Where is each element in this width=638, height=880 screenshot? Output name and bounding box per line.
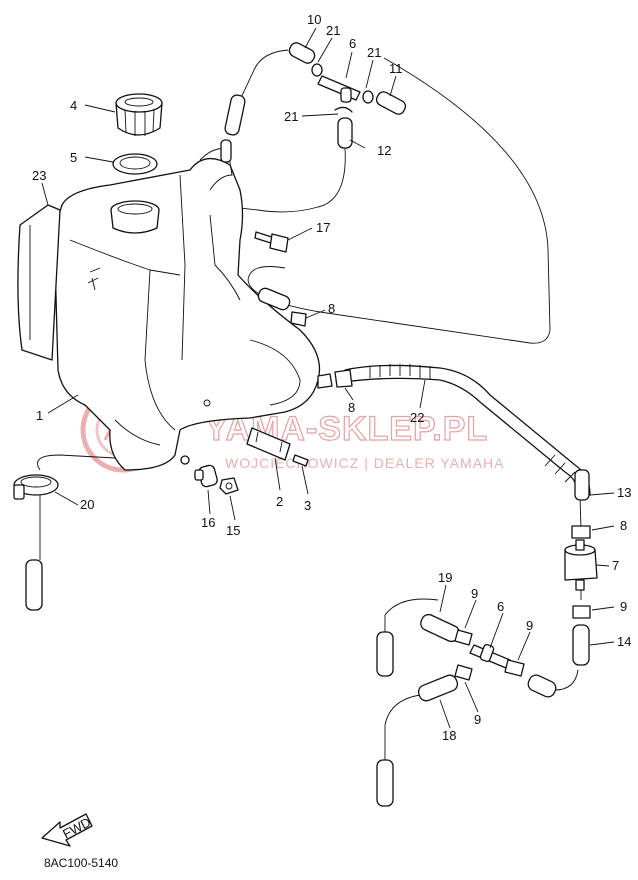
callout-14: 14 xyxy=(617,634,631,649)
fuel-filter-7 xyxy=(564,539,598,591)
bolt-17 xyxy=(254,231,289,253)
hose-clamp-8a xyxy=(257,287,307,327)
callout-9-d: 9 xyxy=(474,712,481,727)
callout-9-b: 9 xyxy=(620,599,627,614)
callout-11: 11 xyxy=(389,61,403,76)
watermark-subtitle: WOJCIECHOWICZ | DEALER YAMAHA xyxy=(225,455,504,471)
callout-16: 16 xyxy=(201,515,215,530)
callout-9-a: 9 xyxy=(471,586,478,601)
callout-1: 1 xyxy=(36,408,43,423)
clamp-9-right xyxy=(572,605,591,619)
hose-18 xyxy=(417,674,459,702)
cap-gasket xyxy=(112,153,158,175)
callout-8-a: 8 xyxy=(328,301,335,316)
callout-5: 5 xyxy=(70,150,77,165)
clamp-9c xyxy=(454,664,473,681)
callout-21-c: 21 xyxy=(284,109,298,124)
filler-cap xyxy=(115,93,163,136)
fwd-label: FWD xyxy=(60,814,93,841)
callout-6-a: 6 xyxy=(349,36,356,51)
callout-12: 12 xyxy=(377,143,391,158)
callout-15: 15 xyxy=(226,523,240,538)
vent-hoses xyxy=(224,42,407,149)
callout-21-a: 21 xyxy=(326,23,340,38)
hose-14 xyxy=(572,624,590,666)
callout-6-b: 6 xyxy=(497,599,504,614)
clamp-9a xyxy=(454,629,473,646)
nut-15 xyxy=(219,477,239,495)
fwd-arrow: FWD xyxy=(41,813,93,847)
hose-lower-left xyxy=(376,759,394,807)
band-20 xyxy=(13,474,59,500)
callout-8-b: 8 xyxy=(348,400,355,415)
callout-20: 20 xyxy=(80,497,94,512)
callout-3: 3 xyxy=(304,498,311,513)
callout-2: 2 xyxy=(276,494,283,509)
fuel-tank xyxy=(54,139,333,471)
callout-10: 10 xyxy=(307,12,321,27)
callout-9-c: 9 xyxy=(526,618,533,633)
callout-22: 22 xyxy=(410,410,424,425)
callout-18: 18 xyxy=(442,728,456,743)
callout-17: 17 xyxy=(316,220,330,235)
clamp-9b xyxy=(504,659,525,677)
hose-right-lower xyxy=(527,674,557,698)
diagram-code: 8AC100-5140 xyxy=(44,856,118,870)
callout-23: 23 xyxy=(32,168,46,183)
clamp-8c xyxy=(571,525,591,539)
hose-13 xyxy=(574,469,590,501)
callout-7: 7 xyxy=(612,558,619,573)
callout-4: 4 xyxy=(70,98,77,113)
petcock-16 xyxy=(194,464,218,488)
callout-8-c: 8 xyxy=(620,518,627,533)
hose-upper-left xyxy=(376,631,394,677)
screw-3 xyxy=(292,454,309,467)
hose-left xyxy=(25,559,43,611)
callout-13: 13 xyxy=(617,485,631,500)
tank-cover xyxy=(17,204,61,361)
callout-19: 19 xyxy=(438,570,452,585)
leader-lines xyxy=(41,27,615,729)
bracket-2 xyxy=(246,427,291,461)
callouts: 10 21 6 21 11 4 21 12 5 23 17 8 1 8 22 2… xyxy=(32,12,631,743)
callout-21-b: 21 xyxy=(367,45,381,60)
